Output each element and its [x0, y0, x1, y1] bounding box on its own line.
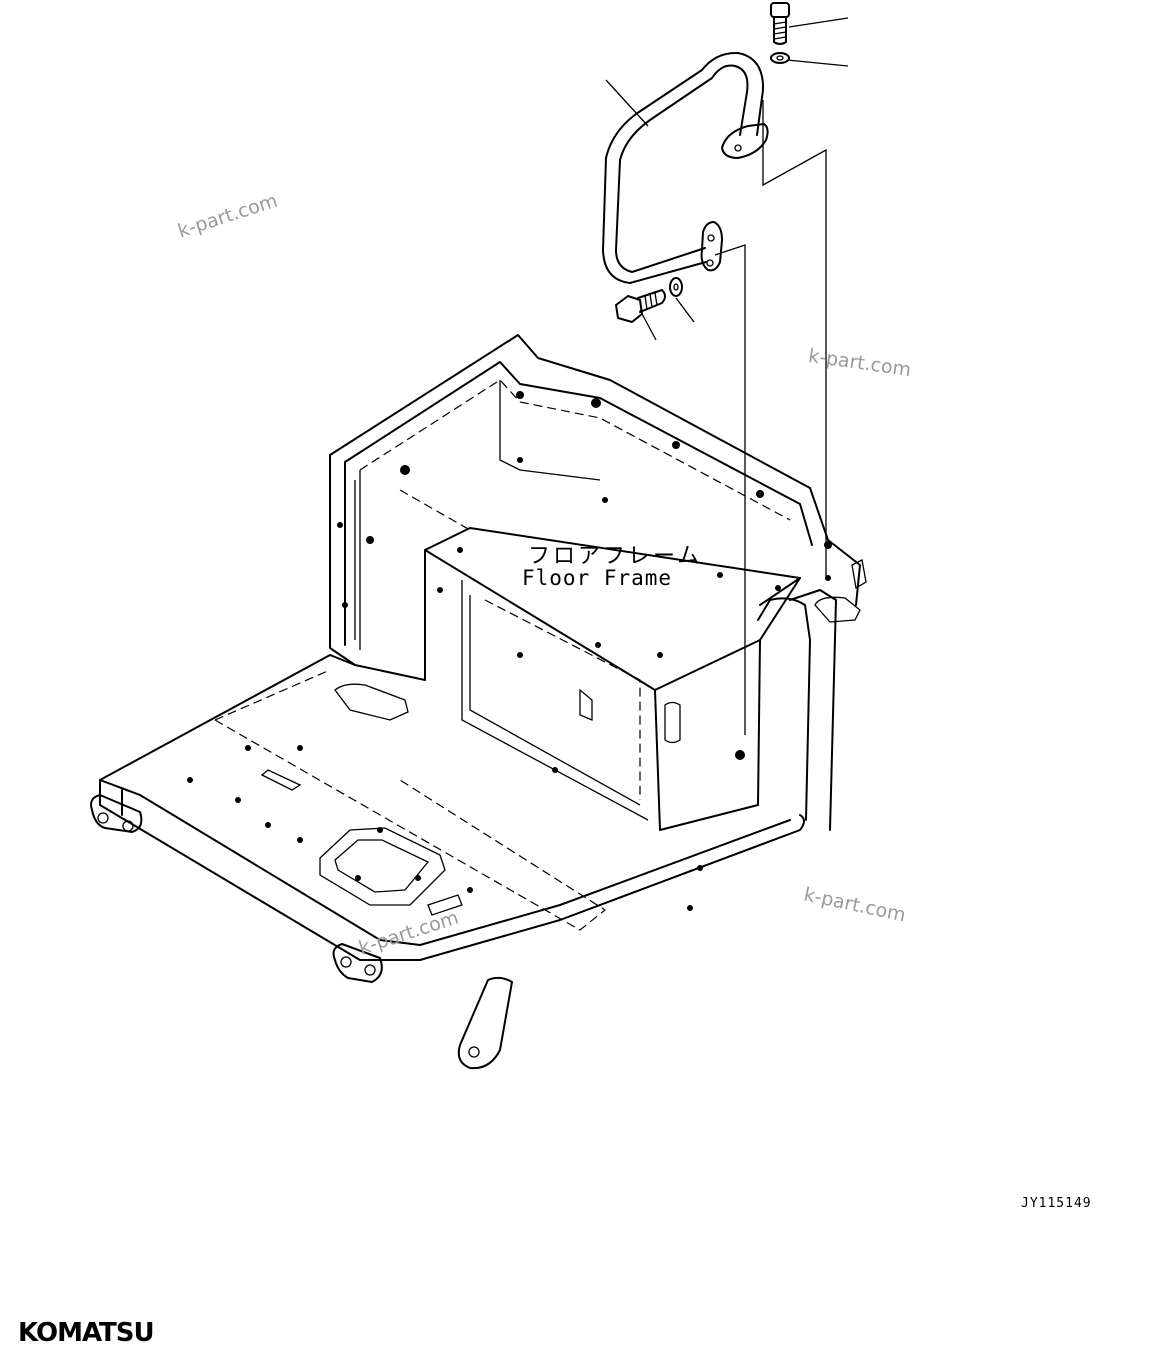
- frame-holes: [187, 391, 832, 911]
- upper-bolt: [770, 2, 790, 45]
- part-label-english: Floor Frame: [522, 566, 673, 590]
- part-label-japanese: フロアフレーム: [528, 544, 703, 569]
- upper-washer: [770, 52, 790, 64]
- lower-bolt: [615, 289, 666, 323]
- brand-logo: KOMATSU: [18, 1318, 155, 1348]
- floor-frame: [90, 334, 867, 1070]
- lower-washer: [669, 277, 683, 297]
- handrail: [602, 51, 769, 284]
- leader-lines: [605, 17, 849, 341]
- assembly-guide-lines: [714, 100, 827, 735]
- drawing-code: JY115149: [1021, 1196, 1092, 1211]
